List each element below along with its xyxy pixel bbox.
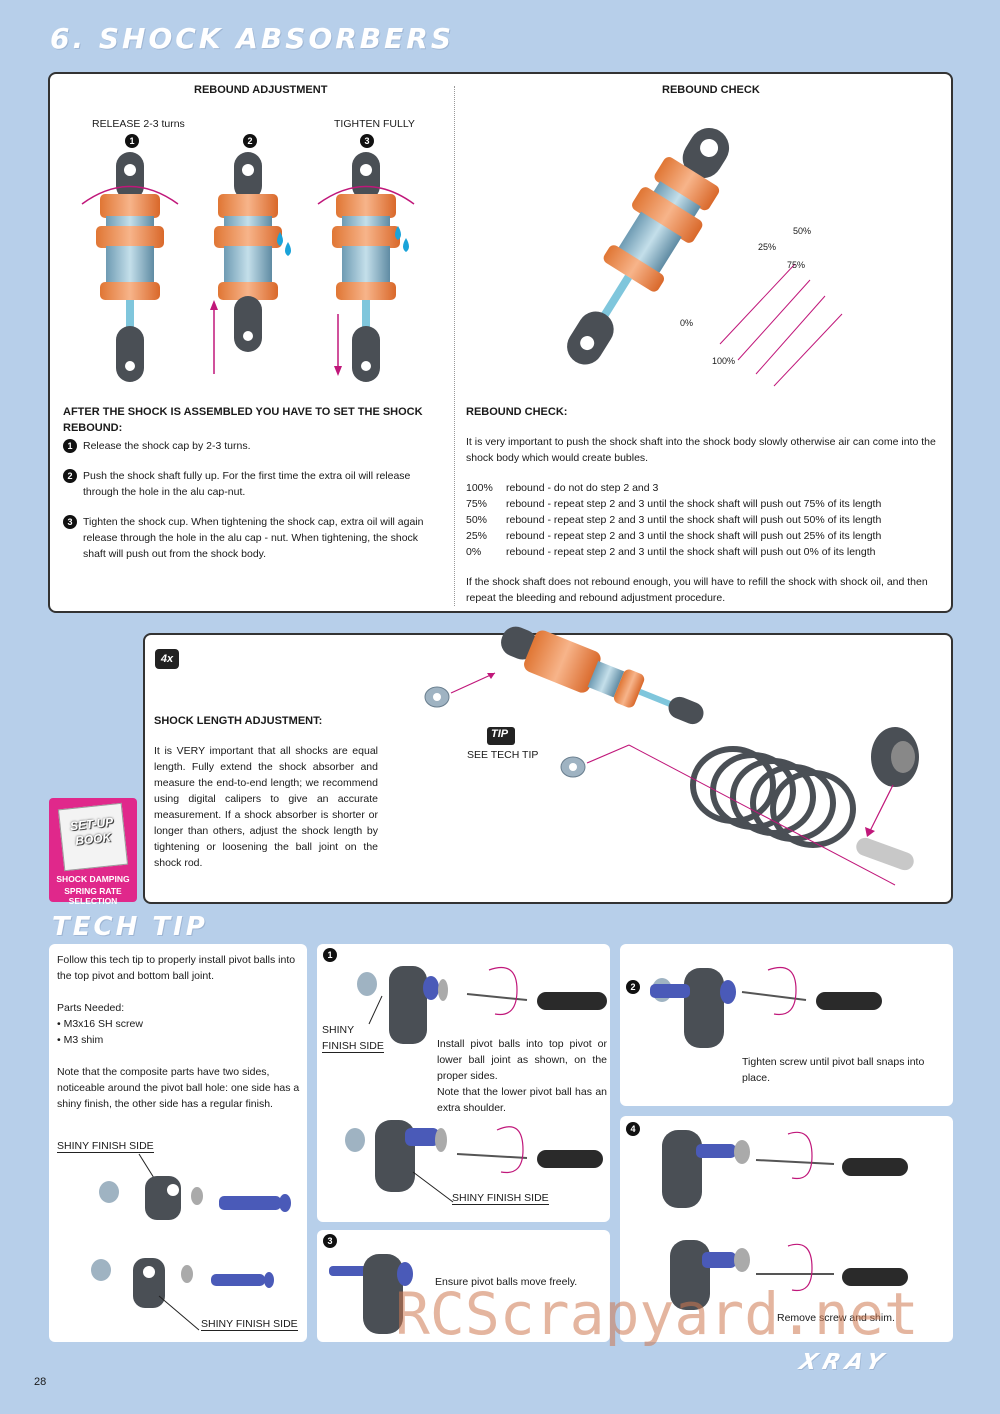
- watermark: RCScrapyard.net: [395, 1280, 919, 1348]
- panel-divider: [454, 86, 455, 606]
- setup-book-caption1: SHOCK DAMPING: [56, 874, 130, 884]
- setup-book-icon: SET-UP BOOK: [57, 802, 129, 872]
- mark-0: 0%: [680, 318, 694, 328]
- shiny-label-top: SHINY FINISH SIDE: [57, 1140, 154, 1153]
- mark-25: 25%: [758, 242, 777, 252]
- composite-note: Note that the composite parts have two s…: [57, 1066, 300, 1110]
- rebound-pct: 100%: [466, 482, 493, 494]
- rebound-check-illustration: [567, 127, 843, 387]
- step-1-badge: 1: [63, 439, 77, 453]
- brand-logo: XRAY: [796, 1350, 892, 1375]
- step1-illustration: [345, 966, 607, 1203]
- tip-step-2-text: Tighten screw until pivot ball snaps int…: [742, 1056, 925, 1084]
- step-2: 2 Push the shock shaft fully up. For the…: [63, 468, 428, 500]
- shiny-label-step1: SHINY FINISH SIDE: [452, 1192, 549, 1205]
- rebound-check-heading: REBOUND CHECK:: [466, 406, 568, 418]
- setup-book-badge: SET-UP BOOK SHOCK DAMPING SPRING RATE SE…: [49, 798, 137, 906]
- tech-tip-step1-panel: 1 SHINY FINISH SIDE Install pivot balls …: [317, 944, 610, 1222]
- shock-length-heading: SHOCK LENGTH ADJUSTMENT:: [154, 715, 323, 727]
- parts-heading: Parts Needed:: [57, 1002, 125, 1014]
- tech-tip-intro: Follow this tech tip to properly install…: [57, 954, 296, 982]
- parts-illustration: [91, 1153, 291, 1331]
- rebound-adjustment-title: REBOUND ADJUSTMENT: [194, 84, 328, 96]
- tip-badge: TIP: [491, 728, 509, 740]
- tip-step-3-text: Ensure pivot balls move freely.: [435, 1276, 578, 1288]
- step-3-badge: 3: [63, 515, 77, 529]
- tip-step-3-badge: 3: [323, 1234, 337, 1248]
- step-3: 3 Tighten the shock cup. When tightening…: [63, 514, 428, 562]
- tip-step-1-text: Install pivot balls into top pivot or lo…: [437, 1038, 607, 1082]
- shock-num-1: 1: [125, 134, 139, 148]
- rebound-desc: rebound - repeat step 2 and 3 until the …: [506, 498, 882, 510]
- tip-step-4-badge: 4: [626, 1122, 640, 1136]
- tech-tip-step3-panel: 3 Ensure pivot balls move freely.: [317, 1230, 610, 1342]
- shock-3: [317, 152, 415, 382]
- rebound-check-title: REBOUND CHECK: [662, 84, 760, 96]
- shock-1: [81, 152, 179, 382]
- qty-text: 4x: [160, 653, 174, 665]
- step-1: 1 Release the shock cap by 2-3 turns.: [63, 438, 428, 454]
- release-label: RELEASE 2-3 turns: [92, 118, 185, 130]
- step3-illustration: [329, 1254, 413, 1334]
- rebound-desc: rebound - repeat step 2 and 3 until the …: [506, 514, 882, 526]
- rebound-check-outro: If the shock shaft does not rebound enou…: [466, 576, 928, 604]
- step-1-text: Release the shock cap by 2-3 turns.: [83, 440, 251, 452]
- tip-step-1-badge: 1: [323, 948, 337, 962]
- qty-badge: 4x: [155, 649, 179, 669]
- shock-illustrations: [81, 152, 415, 382]
- shiny-label-bottom: SHINY FINISH SIDE: [201, 1318, 298, 1331]
- page-title: 6. SHOCK ABSORBERS: [50, 22, 454, 55]
- rebound-pct: 25%: [466, 530, 488, 542]
- shiny-finish-line1: SHINY: [322, 1024, 355, 1036]
- rebound-panel: REBOUND ADJUSTMENT REBOUND CHECK RELEASE…: [48, 72, 953, 613]
- page-number: 28: [34, 1376, 47, 1388]
- rebound-pct: 50%: [466, 514, 488, 526]
- shock-length-body: It is VERY important that all shocks are…: [154, 745, 378, 869]
- tech-tip-intro-panel: Follow this tech tip to properly install…: [49, 944, 307, 1342]
- shock-length-panel: 4x SHOCK LENGTH ADJUSTMENT: It is VERY i…: [143, 626, 953, 904]
- rebound-check-intro: It is very important to push the shock s…: [466, 436, 936, 464]
- shock-exploded-illustration: [424, 626, 919, 886]
- tech-tip-step4-panel: 4 Remove screw and shim.: [620, 1116, 953, 1342]
- mark-100: 100%: [712, 356, 736, 366]
- tip-step-4-text: Remove screw and shim.: [777, 1312, 895, 1324]
- shock-num-2: 2: [243, 134, 257, 148]
- shiny-finish-line2: FINISH SIDE: [322, 1040, 384, 1053]
- step-3-text: Tighten the shock cup. When tightening t…: [83, 516, 424, 560]
- shock-num-3: 3: [360, 134, 374, 148]
- tech-tip-title: TECH TIP: [52, 912, 208, 942]
- step2-illustration: [650, 966, 882, 1048]
- tech-tip-step2-panel: 2 Tighten screw until pivot ball snaps i…: [620, 944, 953, 1106]
- rebound-pct: 0%: [466, 546, 482, 558]
- rebound-desc: rebound - do not do step 2 and 3: [506, 482, 659, 494]
- rebound-desc: rebound - repeat step 2 and 3 until the …: [506, 530, 882, 542]
- see-tech-tip-label: SEE TECH TIP: [467, 749, 539, 761]
- tighten-label: TIGHTEN FULLY: [334, 118, 415, 130]
- rebound-pct: 75%: [466, 498, 488, 510]
- shock-2: [210, 152, 291, 374]
- step4-illustration: [662, 1130, 908, 1310]
- steps-heading: AFTER THE SHOCK IS ASSEMBLED YOU HAVE TO…: [63, 406, 423, 434]
- mark-50: 50%: [793, 226, 812, 236]
- setup-book-caption2: SPRING RATE SELECTION: [64, 886, 122, 906]
- rebound-desc: rebound - repeat step 2 and 3 until the …: [506, 546, 876, 558]
- tip-step-1-note: Note that the lower pivot ball has an ex…: [437, 1086, 607, 1114]
- step-2-text: Push the shock shaft fully up. For the f…: [83, 470, 411, 498]
- mark-75: 75%: [787, 260, 806, 270]
- part-1: • M3x16 SH screw: [57, 1018, 143, 1030]
- tip-step-2-badge: 2: [626, 980, 640, 994]
- part-2: • M3 shim: [57, 1034, 104, 1046]
- step-2-badge: 2: [63, 469, 77, 483]
